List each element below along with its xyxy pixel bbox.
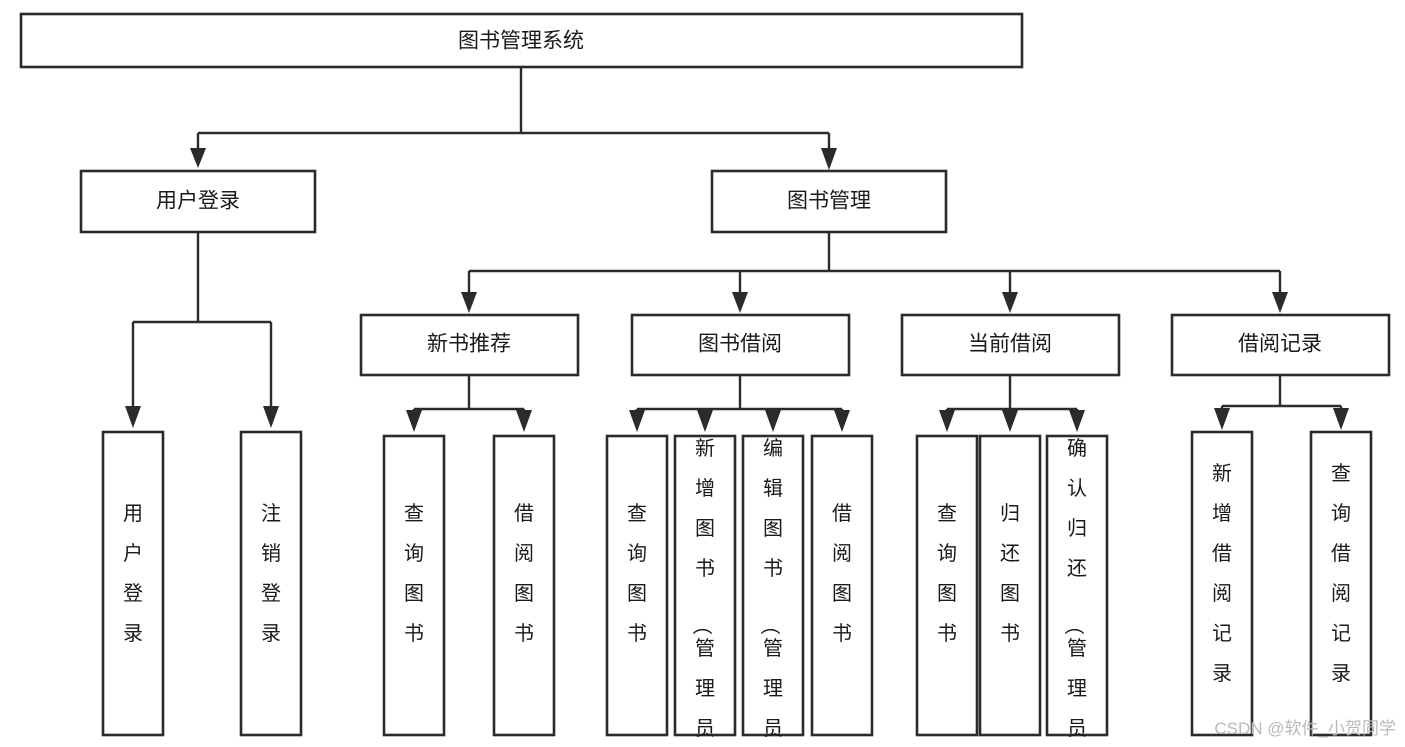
leaf-new-book-0-box (382, 434, 446, 737)
leaf-book-borrow-3-box (810, 434, 874, 737)
node-root-label: 图书管理系统 (458, 30, 584, 53)
leaf-node[interactable]: 新增图书（管理员） (673, 434, 737, 747)
node-book-borrow-label: 图书借阅 (698, 333, 782, 356)
leaf-node[interactable]: 借阅图书 (492, 434, 556, 737)
node-borrow-record-label: 借阅记录 (1238, 333, 1322, 356)
node-root-box (19, 12, 1024, 69)
leaf-current-borrow-2-label: 确认归还（管理员） (1062, 437, 1087, 747)
node-book-borrow-box (630, 313, 851, 377)
arrow-head-current-borrow-leaf-0 (939, 410, 955, 432)
arrow-head-current-borrow-leaf-1 (1002, 410, 1018, 432)
leaf-user-login-1-box (239, 430, 303, 737)
connector-group-root (190, 67, 837, 170)
node-borrow-record-box (1170, 313, 1391, 377)
arrow-head-new-book-leaf-0 (406, 410, 422, 432)
node-user-login[interactable]: 用户登录 (79, 169, 317, 234)
leaf-book-borrow-2-label: 编辑图书（管理员） (758, 437, 783, 747)
arrow-head-user-login-leaf-1 (263, 406, 279, 428)
node-root-system[interactable]: 图书管理系统 (19, 12, 1024, 69)
node-current-borrow-label: 当前借阅 (968, 333, 1052, 356)
leaf-node[interactable]: 注销登录 (239, 430, 303, 737)
arrow-head-current-borrow (1002, 292, 1018, 313)
node-book-management-box (710, 169, 948, 234)
leaf-new-book-1-box (492, 434, 556, 737)
arrow-head-current-borrow-leaf-2 (1069, 410, 1085, 432)
connector-group-book-mgmt (461, 232, 1288, 313)
connector-group-current-borrow (939, 375, 1085, 432)
leaf-borrow-record-1-label: 查询借阅记录 (1331, 462, 1351, 685)
leaf-borrow-record-0-label: 新增借阅记录 (1212, 462, 1232, 685)
leaf-user-login-1-label: 注销登录 (261, 502, 281, 645)
leaf-current-borrow-1-label: 归还图书 (1000, 502, 1020, 645)
node-new-book-recommend-label: 新书推荐 (427, 333, 511, 356)
connector-group-borrow-record (1214, 375, 1349, 430)
arrow-head-user-login-leaf-0 (125, 406, 141, 428)
leaf-book-borrow-2-box (741, 434, 805, 737)
leaf-borrow-record-0-box (1190, 430, 1254, 737)
leaf-new-book-0-label: 查询图书 (404, 502, 424, 645)
leaf-node[interactable]: 查询借阅记录 (1309, 430, 1373, 737)
leaf-node[interactable]: 归还图书 (978, 434, 1042, 737)
leaf-node[interactable]: 编辑图书（管理员） (741, 434, 805, 747)
leaf-user-login-0-label: 用户登录 (123, 503, 143, 645)
leaf-current-borrow-0-label: 查询图书 (937, 502, 957, 645)
arrow-head-book-borrow-leaf-2 (765, 410, 781, 432)
node-book-management-label: 图书管理 (787, 190, 871, 213)
leaf-borrow-record-1-box (1309, 430, 1373, 737)
arrow-head-new-book-leaf-1 (516, 410, 532, 432)
node-current-borrow[interactable]: 当前借阅 (900, 313, 1121, 377)
node-user-login-label: 用户登录 (156, 190, 240, 213)
arrow-head-book-mgmt (821, 148, 837, 170)
node-current-borrow-box (900, 313, 1121, 377)
arrow-head-book-borrow-leaf-1 (697, 410, 713, 432)
arrow-head-new-book (461, 292, 477, 313)
leaf-current-borrow-0-box (915, 434, 979, 737)
csdn-watermark: CSDN @软件_小贺同学 (1214, 719, 1396, 738)
connector-group-book-borrow (629, 375, 850, 432)
leaf-current-borrow-1-box (978, 434, 1042, 737)
leaf-new-book-1-label: 借阅图书 (514, 502, 534, 645)
arrow-head-book-borrow-leaf-3 (834, 410, 850, 432)
node-new-book-recommend-box (359, 313, 580, 377)
connector-group-new-book (406, 375, 532, 432)
leaf-book-borrow-1-box (673, 434, 737, 737)
arrow-head-user-login (190, 148, 206, 168)
node-new-book-recommend[interactable]: 新书推荐 (359, 313, 580, 377)
node-book-management[interactable]: 图书管理 (710, 169, 948, 234)
leaf-node[interactable]: 确认归还（管理员） (1045, 434, 1109, 747)
leaf-current-borrow-2-box (1045, 434, 1109, 737)
leaf-book-borrow-0-box (605, 434, 669, 737)
connector-group-user-login (125, 232, 279, 428)
leaf-user-login-0-box (101, 430, 165, 737)
leaf-node[interactable]: 用户登录 (101, 430, 165, 737)
leaf-node[interactable]: 查询图书 (382, 434, 446, 737)
leaf-book-borrow-1-label: 新增图书（管理员） (690, 437, 715, 747)
node-user-login-box (79, 169, 317, 234)
arrow-head-book-borrow-leaf-0 (629, 410, 645, 432)
arrow-head-borrow-record-leaf-0 (1214, 408, 1230, 430)
arrow-head-borrow-record (1272, 292, 1288, 313)
leaf-book-borrow-3-label: 借阅图书 (832, 502, 852, 645)
leaf-node[interactable]: 查询图书 (915, 434, 979, 737)
leaf-node[interactable]: 借阅图书 (810, 434, 874, 737)
leaf-node[interactable]: 新增借阅记录 (1190, 430, 1254, 737)
leaf-node[interactable]: 查询图书 (605, 434, 669, 737)
node-book-borrow[interactable]: 图书借阅 (630, 313, 851, 377)
node-borrow-record[interactable]: 借阅记录 (1170, 313, 1391, 377)
arrow-head-book-borrow (732, 292, 748, 313)
arrow-head-borrow-record-leaf-1 (1333, 408, 1349, 430)
leaf-book-borrow-0-label: 查询图书 (627, 502, 647, 645)
